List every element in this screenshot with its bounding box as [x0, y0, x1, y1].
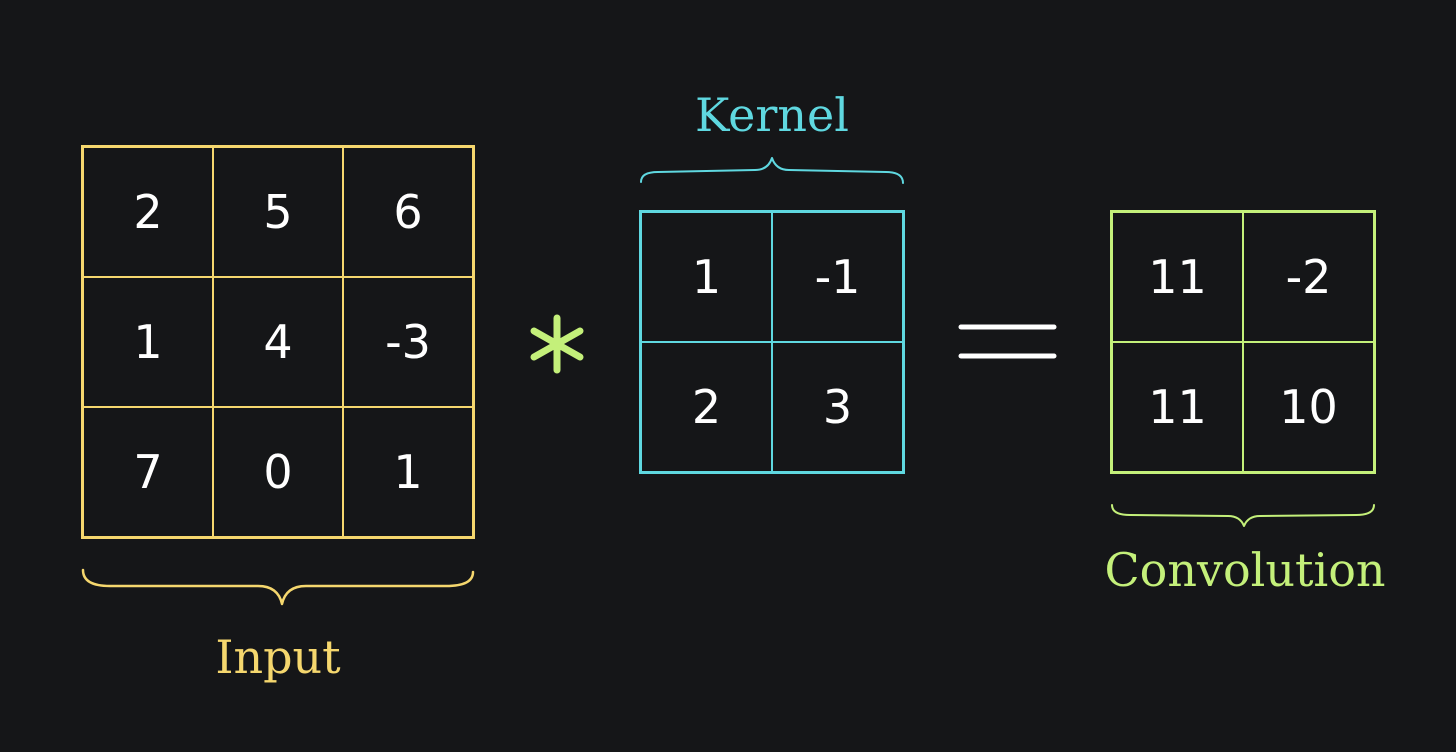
input-cell: 4	[213, 277, 343, 407]
equals-icon	[958, 324, 1057, 359]
output-cell: -2	[1243, 212, 1374, 342]
output-brace-icon	[1111, 504, 1375, 527]
kernel-cell: 2	[641, 342, 772, 472]
input-label: Input	[215, 630, 341, 684]
output-cell: 10	[1243, 342, 1374, 472]
input-cell: -3	[343, 277, 473, 407]
kernel-cell: 3	[772, 342, 903, 472]
output-cell: 11	[1112, 342, 1243, 472]
kernel-cell: -1	[772, 212, 903, 342]
input-cell: 1	[83, 277, 213, 407]
input-brace-icon	[81, 568, 475, 606]
input-cell: 6	[343, 147, 473, 277]
kernel-matrix: 1 -1 2 3	[639, 210, 905, 474]
input-cell: 2	[83, 147, 213, 277]
kernel-cell: 1	[641, 212, 772, 342]
input-cell: 5	[213, 147, 343, 277]
input-cell: 0	[213, 407, 343, 537]
kernel-brace-icon	[640, 157, 904, 184]
asterisk-icon	[530, 314, 584, 374]
input-cell: 1	[343, 407, 473, 537]
output-label: Convolution	[1104, 543, 1386, 597]
kernel-label: Kernel	[695, 88, 849, 142]
output-matrix: 11 -2 11 10	[1110, 210, 1376, 474]
output-cell: 11	[1112, 212, 1243, 342]
input-cell: 7	[83, 407, 213, 537]
input-matrix: 2 5 6 1 4 -3 7 0 1	[81, 145, 475, 539]
